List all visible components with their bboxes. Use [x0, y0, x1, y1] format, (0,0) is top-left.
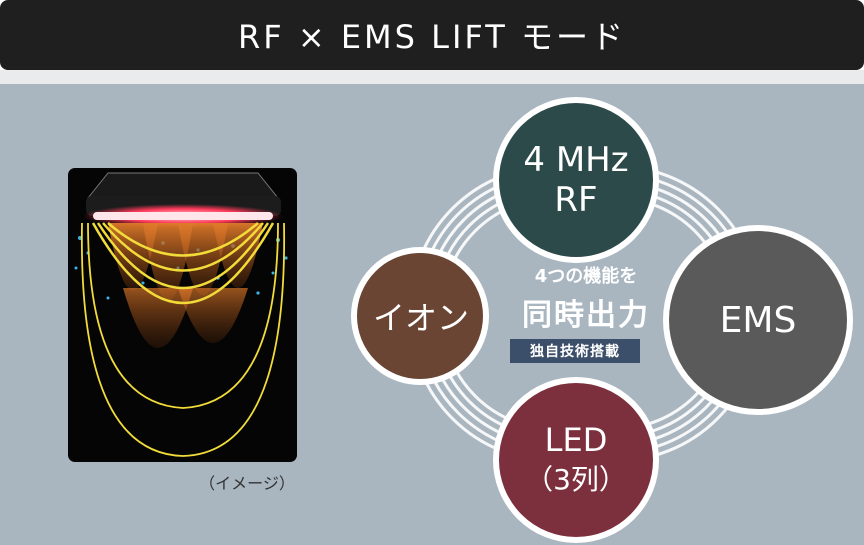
node-led — [493, 377, 659, 543]
center-badge: 独自技術搭載 — [510, 339, 640, 363]
ems-line1: EMS — [719, 299, 797, 341]
node-led-label: LED （3列） — [496, 420, 656, 500]
ion-line1: イオン — [372, 299, 469, 337]
node-ion-label: イオン — [356, 296, 486, 337]
title-bar: RF × EMS LIFT モード — [0, 0, 864, 70]
center-title: 同時出力 — [522, 298, 650, 333]
divider — [0, 70, 864, 84]
node-ion — [351, 247, 489, 385]
product-image — [68, 168, 297, 462]
node-rf-label: 4 MHz RF — [496, 140, 656, 220]
device-illustration — [74, 172, 288, 457]
page-title: RF × EMS LIFT モード — [238, 18, 626, 56]
led-line1: LED — [544, 421, 608, 459]
image-caption: （イメージ） — [199, 474, 295, 493]
node-ems — [663, 225, 853, 415]
node-rf — [493, 97, 659, 263]
led-line2: （3列） — [525, 463, 627, 496]
rf-line2: RF — [554, 180, 598, 220]
function-diagram — [351, 97, 853, 543]
center-subtitle: 4つの機能を — [534, 266, 638, 287]
rf-line1: 4 MHz — [523, 140, 629, 180]
node-ems-label: EMS — [678, 299, 838, 341]
